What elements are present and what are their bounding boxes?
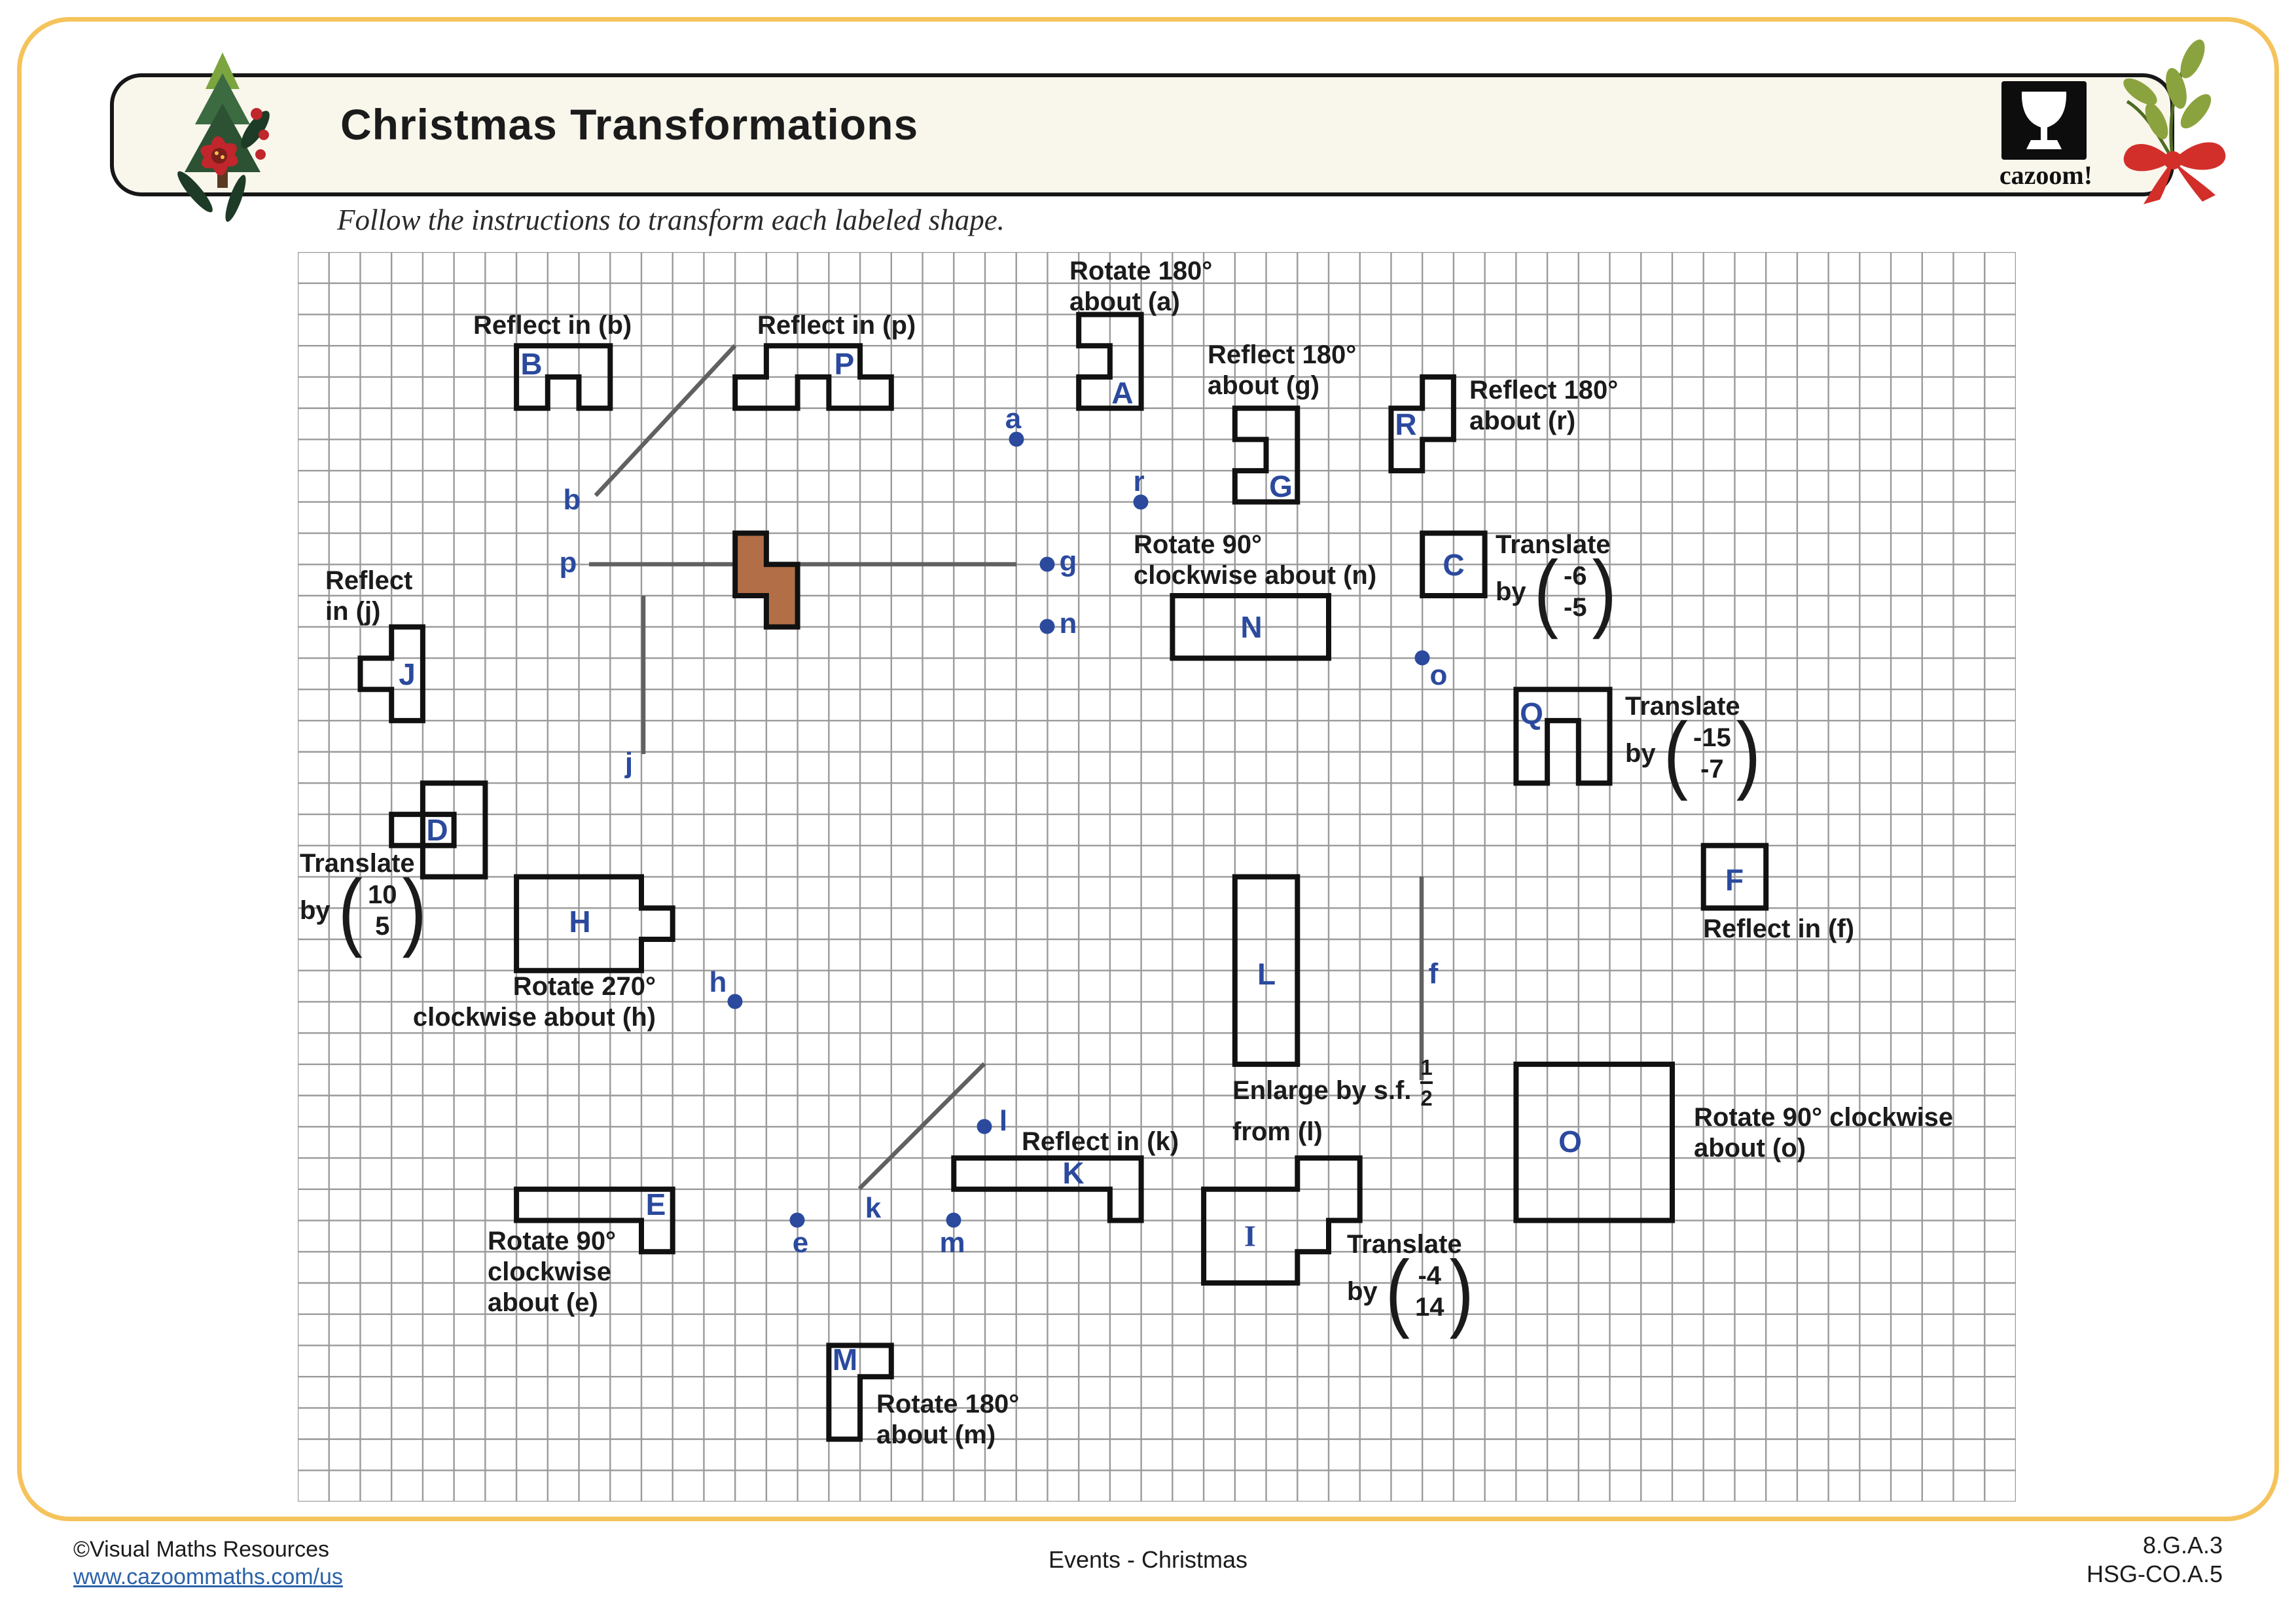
point-dot-h bbox=[727, 994, 743, 1009]
shape-label-R: R bbox=[1395, 407, 1417, 441]
shape-G bbox=[1232, 405, 1300, 505]
point-label-r: r bbox=[1133, 465, 1145, 497]
translation-vector: (-6-5) bbox=[1534, 543, 1617, 640]
point-dot-n bbox=[1039, 619, 1055, 634]
mirror-line-b bbox=[594, 344, 737, 497]
point-label-m: m bbox=[939, 1227, 965, 1259]
shape-label-J: J bbox=[399, 657, 416, 691]
point-dot-m bbox=[946, 1212, 961, 1228]
footer-link[interactable]: www.cazoommaths.com/us bbox=[73, 1564, 343, 1589]
shape-E bbox=[514, 1186, 675, 1255]
shape-K bbox=[951, 1155, 1144, 1223]
point-dot-o bbox=[1414, 650, 1430, 666]
shape-C bbox=[1420, 530, 1488, 598]
instruction-rotate-n: Rotate 90°clockwise about (n) bbox=[1134, 530, 1377, 590]
shape-label-L: L bbox=[1257, 957, 1276, 991]
point-dot-e bbox=[789, 1212, 805, 1228]
line-label-p: p bbox=[559, 547, 577, 579]
shape-P bbox=[732, 343, 894, 411]
shape-brown-shape bbox=[732, 530, 800, 630]
point-label-a: a bbox=[1005, 403, 1022, 435]
instruction-reflect-g: Reflect 180°about (g) bbox=[1208, 340, 1357, 400]
page-subtitle: Follow the instructions to transform eac… bbox=[337, 204, 1005, 236]
shape-label-B: B bbox=[520, 347, 543, 381]
shape-N bbox=[1170, 593, 1331, 661]
shape-label-M: M bbox=[832, 1343, 858, 1377]
shape-A bbox=[1076, 312, 1144, 411]
point-label-g: g bbox=[1059, 545, 1077, 577]
footer-credit: ©Visual Maths Resources bbox=[73, 1537, 330, 1562]
point-label-e: e bbox=[792, 1227, 809, 1259]
christmas-tree-icon bbox=[177, 52, 270, 222]
shape-label-H: H bbox=[569, 905, 591, 939]
shape-label-E: E bbox=[645, 1187, 666, 1221]
point-label-n: n bbox=[1059, 607, 1077, 640]
shape-R bbox=[1388, 374, 1456, 474]
shape-M bbox=[826, 1343, 894, 1442]
point-dot-r bbox=[1133, 494, 1149, 510]
cazoom-goblet-icon bbox=[2021, 92, 2067, 149]
line-label-k: k bbox=[865, 1192, 882, 1224]
shape-J bbox=[357, 624, 425, 723]
point-label-l: l bbox=[999, 1105, 1008, 1137]
translation-vector: (-15-7) bbox=[1663, 704, 1761, 802]
grid-board bbox=[298, 252, 2016, 1502]
shape-label-Q: Q bbox=[1520, 696, 1543, 731]
D-hole bbox=[420, 812, 457, 848]
shape-O bbox=[1513, 1061, 1675, 1223]
cazoom-logo-text: cazoom! bbox=[1999, 160, 2093, 190]
point-dot-g bbox=[1039, 556, 1055, 572]
page-title: Christmas Transformations bbox=[340, 100, 919, 149]
line-label-j: j bbox=[624, 747, 634, 779]
shape-Q bbox=[1513, 687, 1613, 786]
mirror-line-k bbox=[857, 1062, 986, 1191]
point-dot-l bbox=[977, 1119, 992, 1134]
shape-B bbox=[514, 343, 613, 411]
instruction-reflect-k: Reflect in (k) bbox=[1022, 1127, 1179, 1156]
shape-label-O: O bbox=[1558, 1125, 1582, 1159]
header-banner bbox=[110, 73, 2174, 196]
point-label-h: h bbox=[709, 966, 727, 998]
shape-label-A: A bbox=[1111, 376, 1134, 410]
line-label-b: b bbox=[563, 484, 581, 516]
instruction-reflect-b: Reflect in (b) bbox=[473, 311, 632, 340]
instruction-reflect-f: Reflect in (f) bbox=[1703, 914, 1855, 943]
instruction-rotate-a: Rotate 180°about (a) bbox=[1069, 257, 1213, 316]
shape-label-D: D bbox=[426, 813, 448, 847]
instruction-rotate-h: Rotate 270°clockwise about (h) bbox=[412, 972, 656, 1032]
shape-label-N: N bbox=[1240, 610, 1263, 644]
shape-label-C: C bbox=[1443, 548, 1465, 582]
shape-label-I: I bbox=[1244, 1219, 1256, 1253]
shape-label-P: P bbox=[834, 347, 855, 381]
shape-I bbox=[1201, 1155, 1363, 1286]
instruction-rotate-m: Rotate 180°about (m) bbox=[876, 1390, 1020, 1449]
footer-center: Events - Christmas bbox=[1048, 1546, 1248, 1573]
shape-L bbox=[1232, 874, 1300, 1067]
instruction-reflect-p: Reflect in (p) bbox=[757, 311, 916, 340]
page-border bbox=[17, 17, 2279, 1521]
instruction-reflect-r: Reflect 180°about (r) bbox=[1469, 376, 1619, 435]
shape-label-F: F bbox=[1725, 863, 1744, 897]
shape-F bbox=[1700, 842, 1769, 911]
mistletoe-bow-icon bbox=[2123, 39, 2226, 204]
line-label-f: f bbox=[1428, 958, 1439, 990]
point-dot-a bbox=[1009, 431, 1024, 447]
footer-standard-1: 8.G.A.3 bbox=[2142, 1532, 2223, 1559]
shape-label-K: K bbox=[1062, 1156, 1085, 1190]
point-label-o: o bbox=[1429, 659, 1448, 691]
shape-label-G: G bbox=[1269, 469, 1293, 503]
footer-standard-2: HSG-CO.A.5 bbox=[2086, 1561, 2223, 1587]
shape-H bbox=[514, 874, 675, 973]
